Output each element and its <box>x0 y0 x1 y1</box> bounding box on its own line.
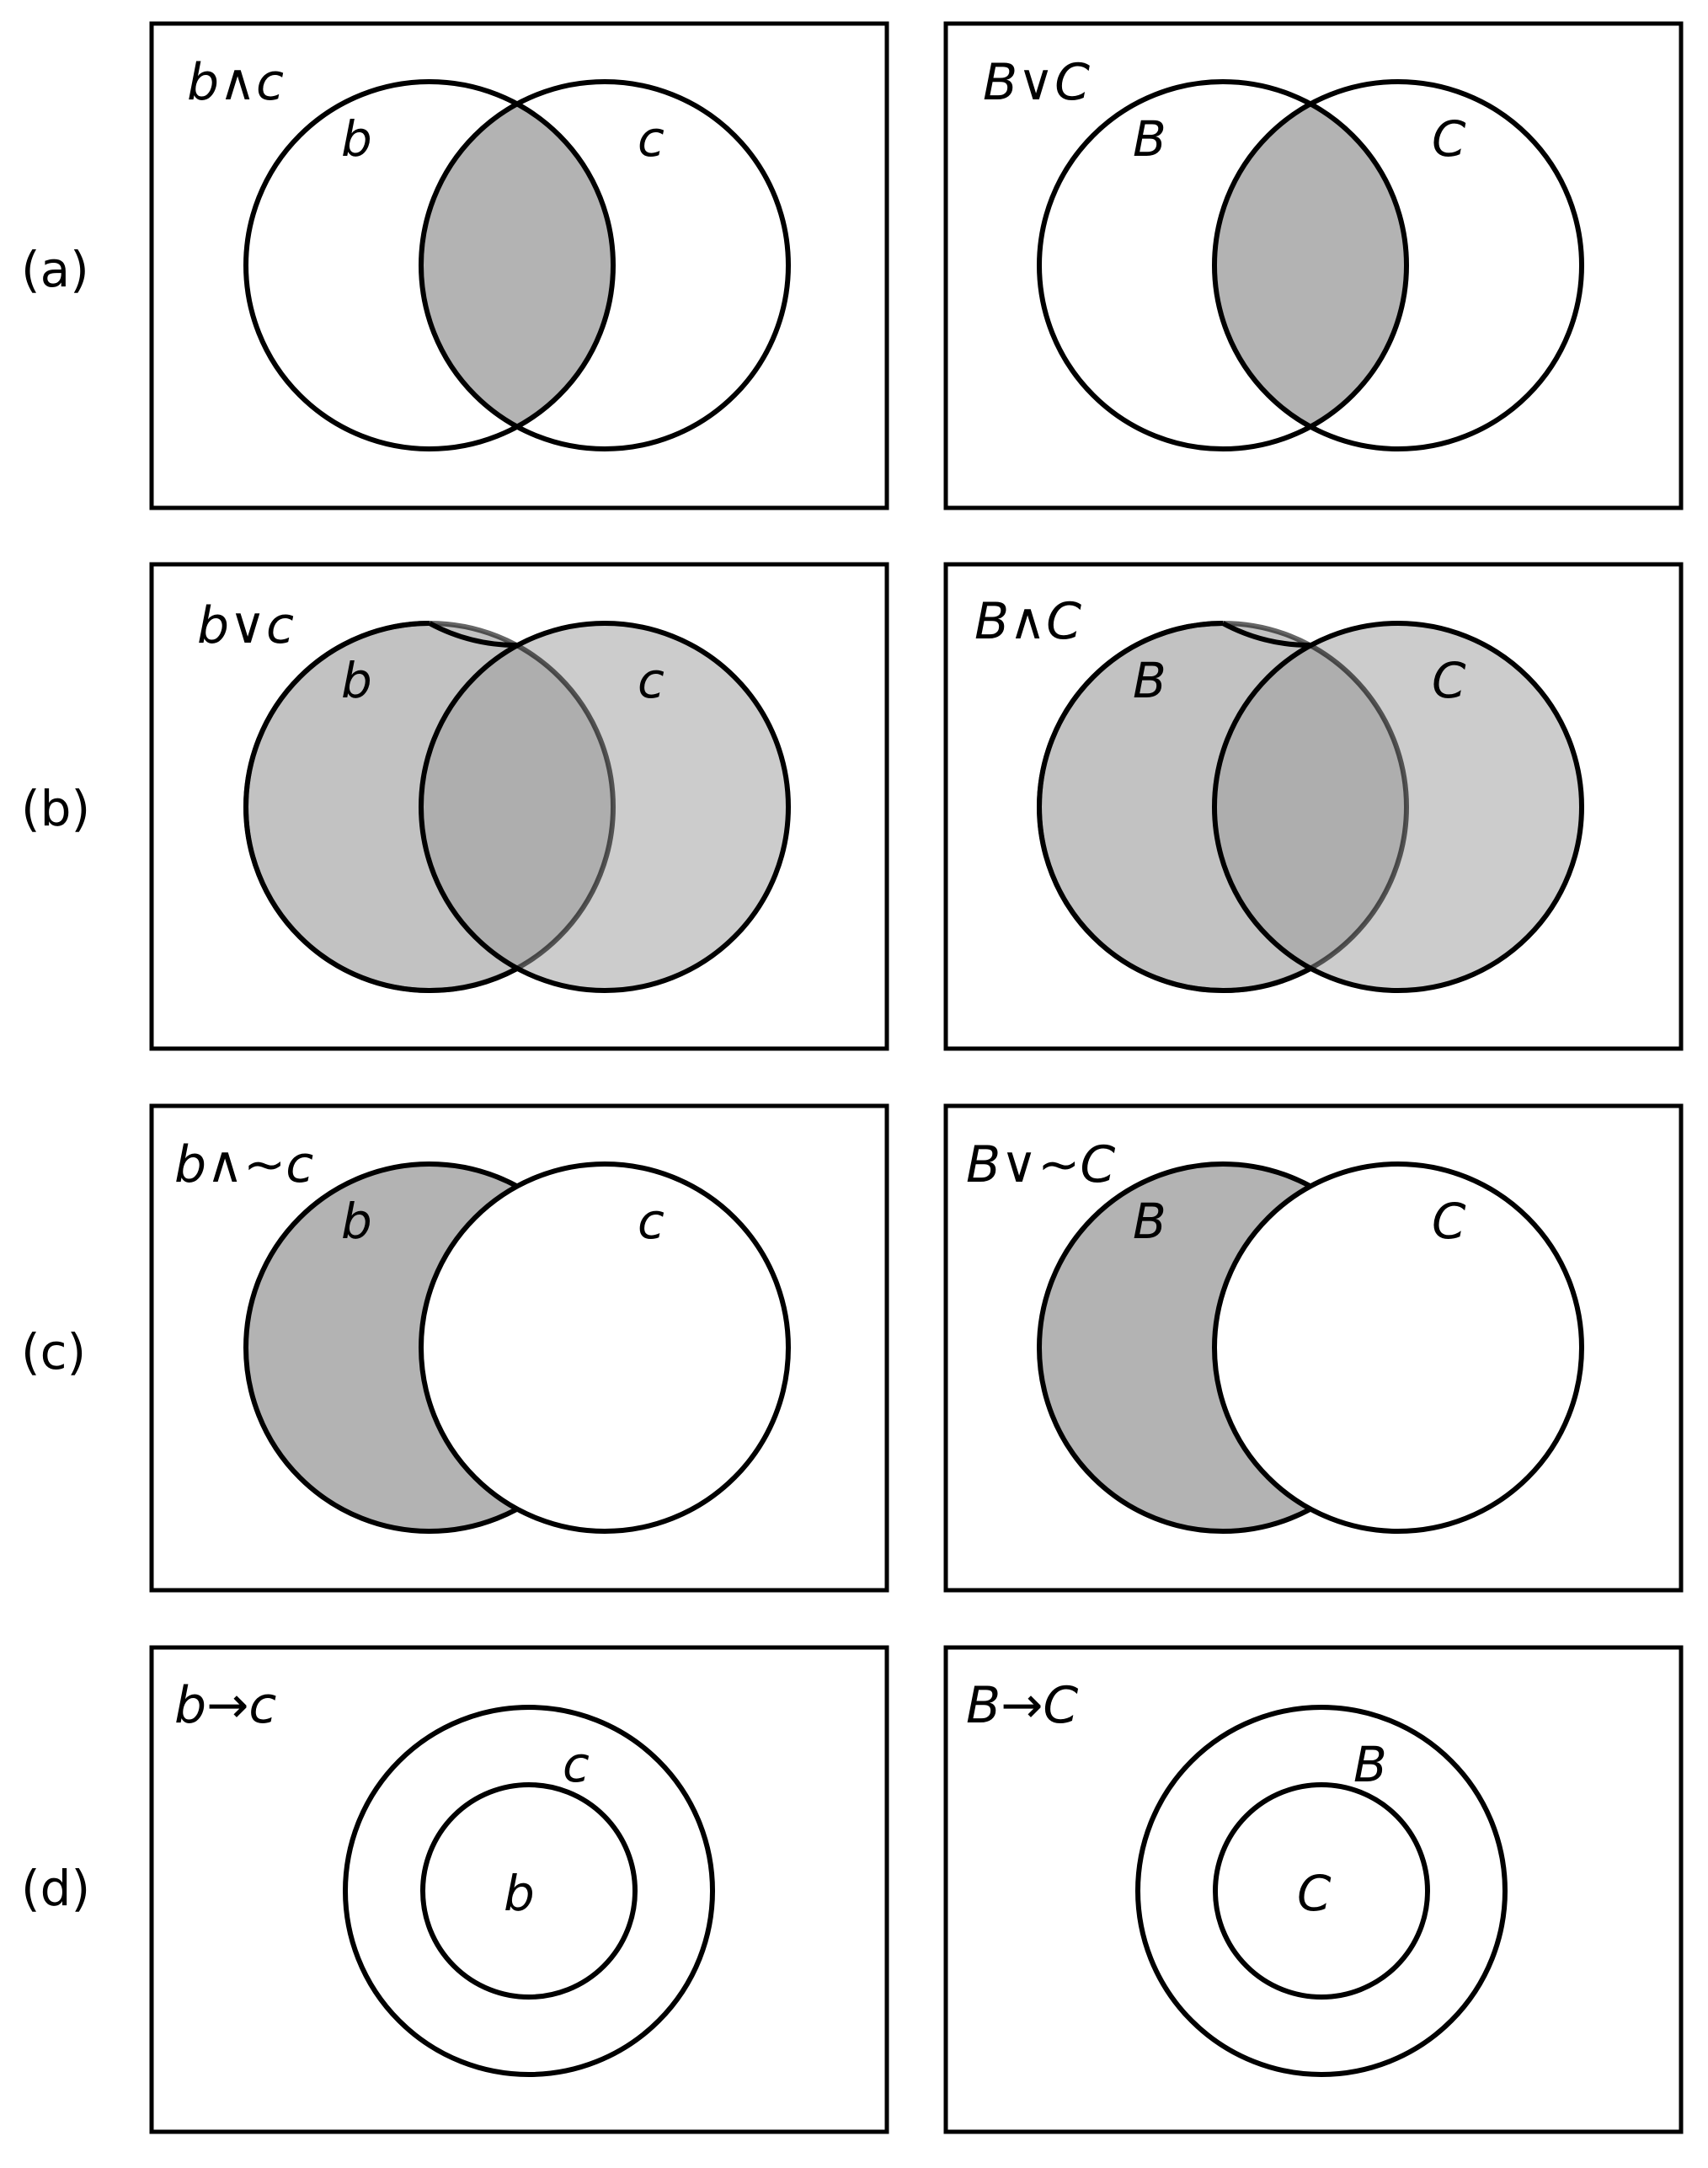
set-B-circle <box>1037 79 1409 451</box>
set-b-fill <box>246 623 613 991</box>
formula-label: B∨C <box>983 53 1090 112</box>
set-label-1: B <box>1133 652 1166 709</box>
set-B-outline-left <box>1036 621 1224 993</box>
panel-frame <box>149 1645 889 2134</box>
panel-b-right: B∧C B C <box>943 562 1684 1051</box>
set-label-2: c <box>638 1193 665 1250</box>
panel-frame <box>149 1103 889 1593</box>
inner-set-circle <box>420 1782 638 2000</box>
set-label-2: C <box>1432 110 1466 168</box>
set-label-2: c <box>638 110 665 168</box>
panel-a-left: b∧c b c <box>149 21 889 510</box>
row-label-d: (d) <box>21 1860 90 1917</box>
set-label-2: C <box>1432 652 1466 709</box>
outer-set-circle <box>1135 1705 1508 2077</box>
panel-frame <box>943 1645 1684 2134</box>
formula-label: b∧~c <box>174 1135 313 1194</box>
intersection-region <box>421 82 613 449</box>
formula-label: B∨~C <box>966 1135 1115 1194</box>
set-C-circle <box>1212 79 1584 451</box>
panel-frame <box>943 562 1684 1051</box>
panel-c-right: B∨~C B C <box>943 1103 1684 1593</box>
panel-d-left: b→c c b <box>149 1645 889 2134</box>
set-label-1: B <box>1133 110 1166 168</box>
set-c-circle <box>419 621 791 993</box>
set-b-outline-left <box>243 621 430 993</box>
inner-set-label: C <box>1297 1865 1332 1922</box>
panel-c-left: b∧~c b c <box>149 1103 889 1593</box>
inner-set-label: b <box>504 1865 535 1922</box>
set-c-circle <box>419 79 791 451</box>
set-C-circle <box>1212 1161 1584 1534</box>
set-C-circle <box>1212 621 1584 993</box>
set-B-outline-top <box>1221 621 1311 649</box>
panel-b-left: b∨c b c <box>149 562 889 1051</box>
set-b-circle <box>243 79 616 451</box>
formula-label: b→c <box>174 1676 276 1735</box>
set-c-circle <box>419 1161 791 1534</box>
formula-label: b∧c <box>187 53 284 112</box>
row-label-b: (b) <box>21 780 90 837</box>
set-label-1: b <box>341 1193 372 1250</box>
set-label-1: b <box>341 652 372 709</box>
set-b-outline-bottom <box>429 966 519 994</box>
set-label-2: c <box>638 652 665 709</box>
set-label-2: C <box>1432 1193 1466 1250</box>
row-label-c: (c) <box>21 1323 86 1380</box>
outer-set-label: B <box>1353 1736 1387 1793</box>
outer-set-label: c <box>563 1736 590 1793</box>
panel-frame <box>149 21 889 510</box>
inner-set-circle <box>1213 1782 1430 2000</box>
formula-label: B∧C <box>974 592 1081 651</box>
intersection-region <box>1214 82 1406 449</box>
set-B-fill <box>1039 623 1406 991</box>
formula-label: B→C <box>966 1676 1078 1735</box>
panel-frame <box>149 562 889 1051</box>
outer-set-circle <box>343 1705 715 2077</box>
row-label-a: (a) <box>21 241 89 298</box>
panel-d-right: B→C B C <box>943 1645 1684 2134</box>
set-b-outline-top <box>428 621 518 649</box>
panel-frame <box>943 21 1684 510</box>
set-label-1: B <box>1133 1193 1166 1250</box>
panel-a-right: B∨C B C <box>943 21 1684 510</box>
set-B-outline-bottom <box>1222 966 1312 994</box>
formula-label: b∨c <box>197 596 294 655</box>
panel-frame <box>943 1103 1684 1593</box>
set-label-1: b <box>341 110 372 168</box>
